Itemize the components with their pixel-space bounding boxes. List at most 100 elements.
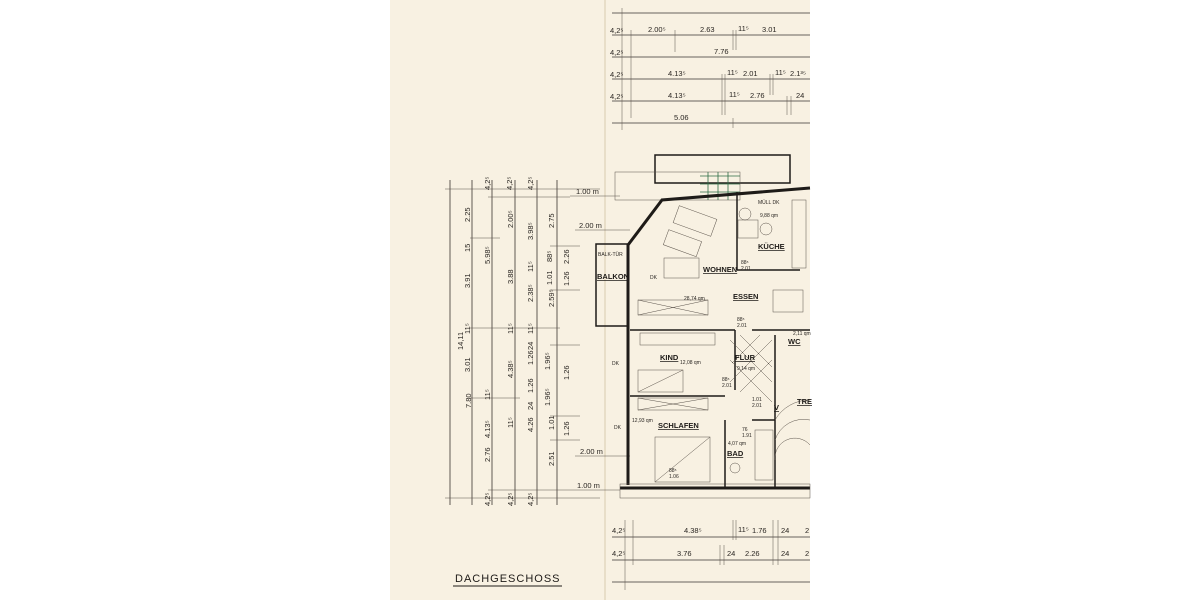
dim-label: 3.01 <box>463 357 472 372</box>
dim-label: 14,11 <box>456 332 465 350</box>
level-label: 1.00 m <box>577 481 600 490</box>
dim-label: 2 <box>805 526 809 535</box>
room-label-balkon: BALKON <box>597 272 629 281</box>
room-area-wc: 2,11 qm <box>793 331 811 337</box>
room-area-kueche: 9,88 qm <box>760 213 778 219</box>
room-label-kind: KIND <box>660 353 679 362</box>
room-label-flur: FLUR <box>735 353 756 362</box>
room-label-kueche: KÜCHE <box>758 242 785 251</box>
floor-plan: WOHNEN 28,74 qm ESSEN KÜCHE 9,88 qm MÜLL… <box>595 154 812 499</box>
top-dimension-chain: 4,2⁵ 2.00⁵ 2.63 11⁵ 3.01 4,2⁵ 7.76 4,2⁵ … <box>610 8 810 130</box>
door-label: 1.91 <box>742 433 752 439</box>
room-label-schlafen: SCHLAFEN <box>658 421 699 430</box>
floor-plan-sheet <box>390 0 810 600</box>
label-roof-window: DK <box>614 425 622 431</box>
label-roof-window: DK <box>650 275 658 281</box>
dim-label: 2.01 <box>743 69 758 78</box>
room-area-schlafen: 12,93 qm <box>632 418 653 424</box>
height-level-markers: 1.00 m 2.00 m 2.00 m 1.00 m <box>570 187 630 491</box>
dim-label: 15 <box>463 244 472 252</box>
dim-label: 1.26 <box>526 378 535 393</box>
dim-label: 4,2⁵ <box>506 492 515 506</box>
level-label: 1.00 m <box>576 187 599 196</box>
dim-label: 1.76 <box>752 526 767 535</box>
door-label: 88⁵ <box>669 468 677 474</box>
dim-label: 4,2⁵ <box>610 92 624 101</box>
dim-label: 4.13⁵ <box>483 420 492 438</box>
door-label: 88⁵ <box>737 317 745 323</box>
room-area-flur: 9,14 qm <box>737 366 755 372</box>
dormer-outline <box>654 154 791 184</box>
dim-label: 2.26 <box>562 249 571 264</box>
room-label-v: V <box>774 403 779 412</box>
dim-label: 11⁵ <box>506 323 515 334</box>
dim-label: 7.76 <box>714 47 729 56</box>
dim-label: 24 <box>781 549 789 558</box>
door-label: 2.01 <box>741 266 751 272</box>
dim-label: 4,2⁵ <box>610 70 624 79</box>
dim-label: 2.63 <box>700 25 715 34</box>
dim-label: 1.96⁵ <box>543 352 552 370</box>
dim-label: 24 <box>796 91 804 100</box>
dim-label: 1.96⁵ <box>543 388 552 406</box>
dim-label: 24 <box>781 526 789 535</box>
dim-label: 3.91 <box>463 273 472 288</box>
dim-label: 11⁵ <box>526 261 535 272</box>
dim-label: 4,2⁵ <box>610 48 624 57</box>
dim-label: 24 <box>526 342 535 350</box>
dim-label: 5.98⁵ <box>483 246 492 264</box>
room-label-bad: BAD <box>727 449 744 458</box>
dim-label: 1.26 <box>526 350 535 365</box>
dim-label: 88⁵ <box>545 251 554 262</box>
dim-label: 4.38⁵ <box>506 360 515 378</box>
dim-label: 1.26 <box>562 365 571 380</box>
dim-label: 4,2⁵ <box>612 526 626 535</box>
dim-label: 1.01 <box>547 415 556 430</box>
door-label: 1.01 <box>752 397 762 403</box>
dim-label: 4.13⁵ <box>668 91 686 100</box>
exterior-wall <box>626 186 811 485</box>
dim-label: 11⁵ <box>463 323 472 334</box>
dim-label: 3.01 <box>762 25 777 34</box>
dim-label: 11⁵ <box>775 68 786 77</box>
balcony <box>595 243 629 327</box>
label-roof-window: DK <box>612 361 620 367</box>
dim-label: 5.06 <box>674 113 689 122</box>
dim-label: 4,2⁵ <box>610 26 624 35</box>
door-label: 76 <box>742 427 748 433</box>
dim-label: 4,2⁵ <box>505 176 514 190</box>
room-area-kind: 12,08 qm <box>680 360 701 366</box>
room-label-muell: MÜLL DK <box>758 199 780 206</box>
dim-label: 1.01 <box>545 270 554 285</box>
door-label: 88⁵ <box>722 377 730 383</box>
level-label: 2.00 m <box>580 447 603 456</box>
dim-label: 7.80 <box>464 393 473 408</box>
level-label: 2.00 m <box>579 221 602 230</box>
dim-label: 11⁵ <box>506 417 515 428</box>
dim-label: 11⁵ <box>738 525 749 534</box>
dim-label: 1.26 <box>562 421 571 436</box>
room-area-wohnen: 28,74 qm <box>684 296 705 302</box>
bottom-dimension-chain: 4,2⁵ 4.38⁵ 11⁵ 1.76 24 2 4,2⁵ 3.76 24 2.… <box>612 520 810 590</box>
dim-label: 2.1³⁵ <box>790 69 806 78</box>
dim-label: 2.00⁵ <box>506 210 515 228</box>
dim-label: 11⁵ <box>526 323 535 334</box>
dim-label: 4.13⁵ <box>668 69 686 78</box>
dim-label: 2 <box>805 549 809 558</box>
dim-label: 11⁵ <box>729 90 740 99</box>
dim-label: 11⁵ <box>738 24 749 33</box>
dim-label: 3.88 <box>506 269 515 284</box>
room-label-wc: WC <box>788 337 801 346</box>
left-dimension-chain: 14,11 7.80 4,2⁵ 2.25 15 3.91 11⁵ 3.01 11… <box>445 176 600 506</box>
dim-label: 3.76 <box>677 549 692 558</box>
dim-label: 2.51 <box>547 451 556 466</box>
dim-label: 4.38⁵ <box>684 526 702 535</box>
flur-tiles <box>729 334 773 403</box>
room-label-essen: ESSEN <box>733 292 758 301</box>
dim-label: 3.98⁵ <box>526 222 535 240</box>
dim-label: 4,2⁵ <box>526 176 535 190</box>
dim-label: 2.25 <box>463 207 472 222</box>
door-label: 2.01 <box>752 403 762 409</box>
dim-label: 4,2⁵ <box>612 549 626 558</box>
